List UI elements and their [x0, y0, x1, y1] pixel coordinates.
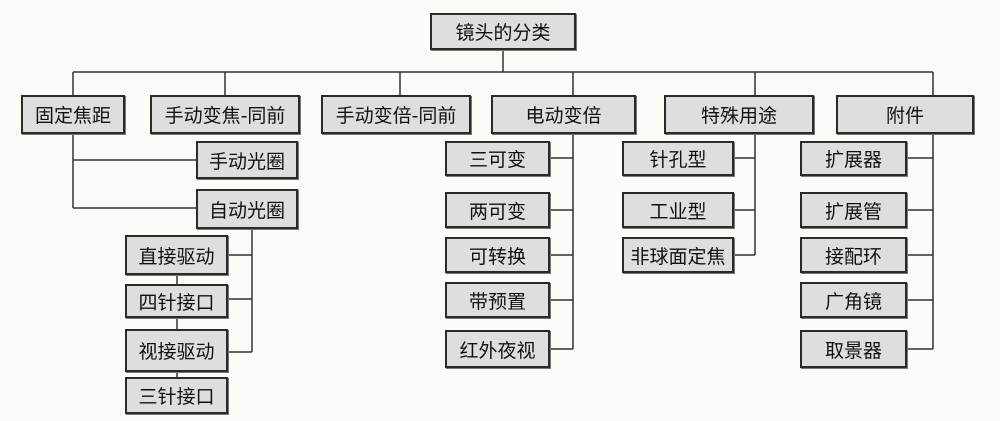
node-adapter-ring: 接配环 — [800, 237, 907, 273]
node-aspheric-fixed-focus: 非球面定焦 — [622, 237, 734, 273]
category-manual-magnification: 手动变倍-同前 — [321, 95, 471, 134]
category-accessories: 附件 — [836, 95, 974, 134]
node-infrared-night-vision: 红外夜视 — [445, 330, 550, 368]
node-preset: 带预置 — [445, 282, 550, 318]
node-two-variable: 两可变 — [445, 192, 550, 228]
node-three-pin-interface: 三针接口 — [125, 377, 228, 414]
node-extension-tube: 扩展管 — [800, 192, 907, 228]
node-viewfinder: 取景器 — [800, 330, 907, 368]
node-convertible: 可转换 — [445, 237, 550, 273]
category-fixed-focal: 固定焦距 — [21, 95, 125, 134]
node-wide-angle-lens: 广角镜 — [800, 282, 907, 318]
root-node: 镜头的分类 — [430, 13, 576, 50]
category-special-purpose: 特殊用途 — [664, 95, 814, 134]
node-industrial: 工业型 — [622, 192, 734, 228]
node-three-variable: 三可变 — [445, 141, 550, 176]
node-direct-drive: 直接驱动 — [125, 235, 228, 275]
node-pinhole: 针孔型 — [622, 141, 734, 176]
node-auto-iris: 自动光圈 — [196, 189, 298, 229]
node-video-drive: 视接驱动 — [125, 329, 228, 372]
node-extender: 扩展器 — [800, 141, 907, 176]
node-manual-iris: 手动光圈 — [196, 141, 298, 179]
category-manual-zoom: 手动变焦-同前 — [150, 95, 300, 134]
node-four-pin-interface: 四针接口 — [125, 284, 228, 318]
category-motorized-zoom: 电动变倍 — [491, 95, 636, 134]
